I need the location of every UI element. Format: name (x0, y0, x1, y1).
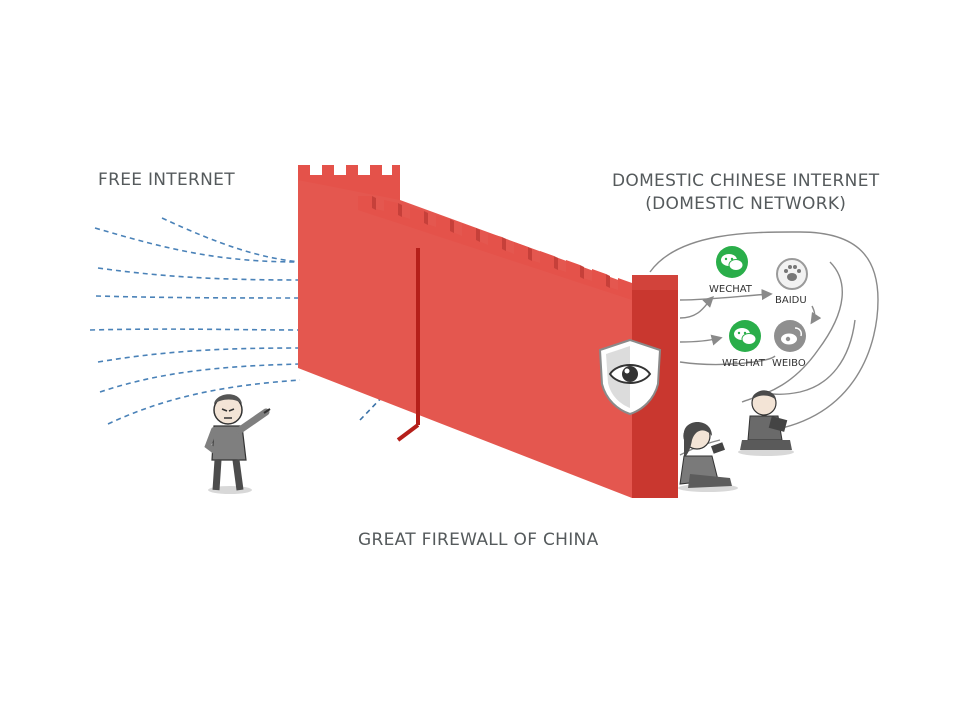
internet-traffic-lines (89, 217, 301, 425)
free-internet-label: FREE INTERNET (98, 170, 235, 190)
baidu-paw-icon (776, 258, 808, 290)
app-label: WECHAT (709, 284, 753, 295)
wechat-icon (716, 246, 748, 278)
surveillance-shield-icon (598, 338, 662, 416)
domestic-label-line2: (DOMESTIC NETWORK) (645, 194, 847, 214)
domestic-label-line1: DOMESTIC CHINESE INTERNET (612, 171, 880, 191)
wechat-icon (729, 320, 761, 352)
angry-man-figure (204, 394, 271, 494)
domestic-internet-label: DOMESTIC CHINESE INTERNET (DOMESTIC NETW… (612, 170, 879, 216)
app-label: WECHAT (722, 358, 766, 369)
app-label: BAIDU (775, 295, 807, 306)
app-label: WEIBO (772, 358, 806, 369)
sitting-man-figure (738, 390, 794, 456)
weibo-icon (774, 320, 806, 352)
great-firewall-label: GREAT FIREWALL OF CHINA (358, 530, 599, 550)
sitting-woman-figure (678, 421, 738, 492)
